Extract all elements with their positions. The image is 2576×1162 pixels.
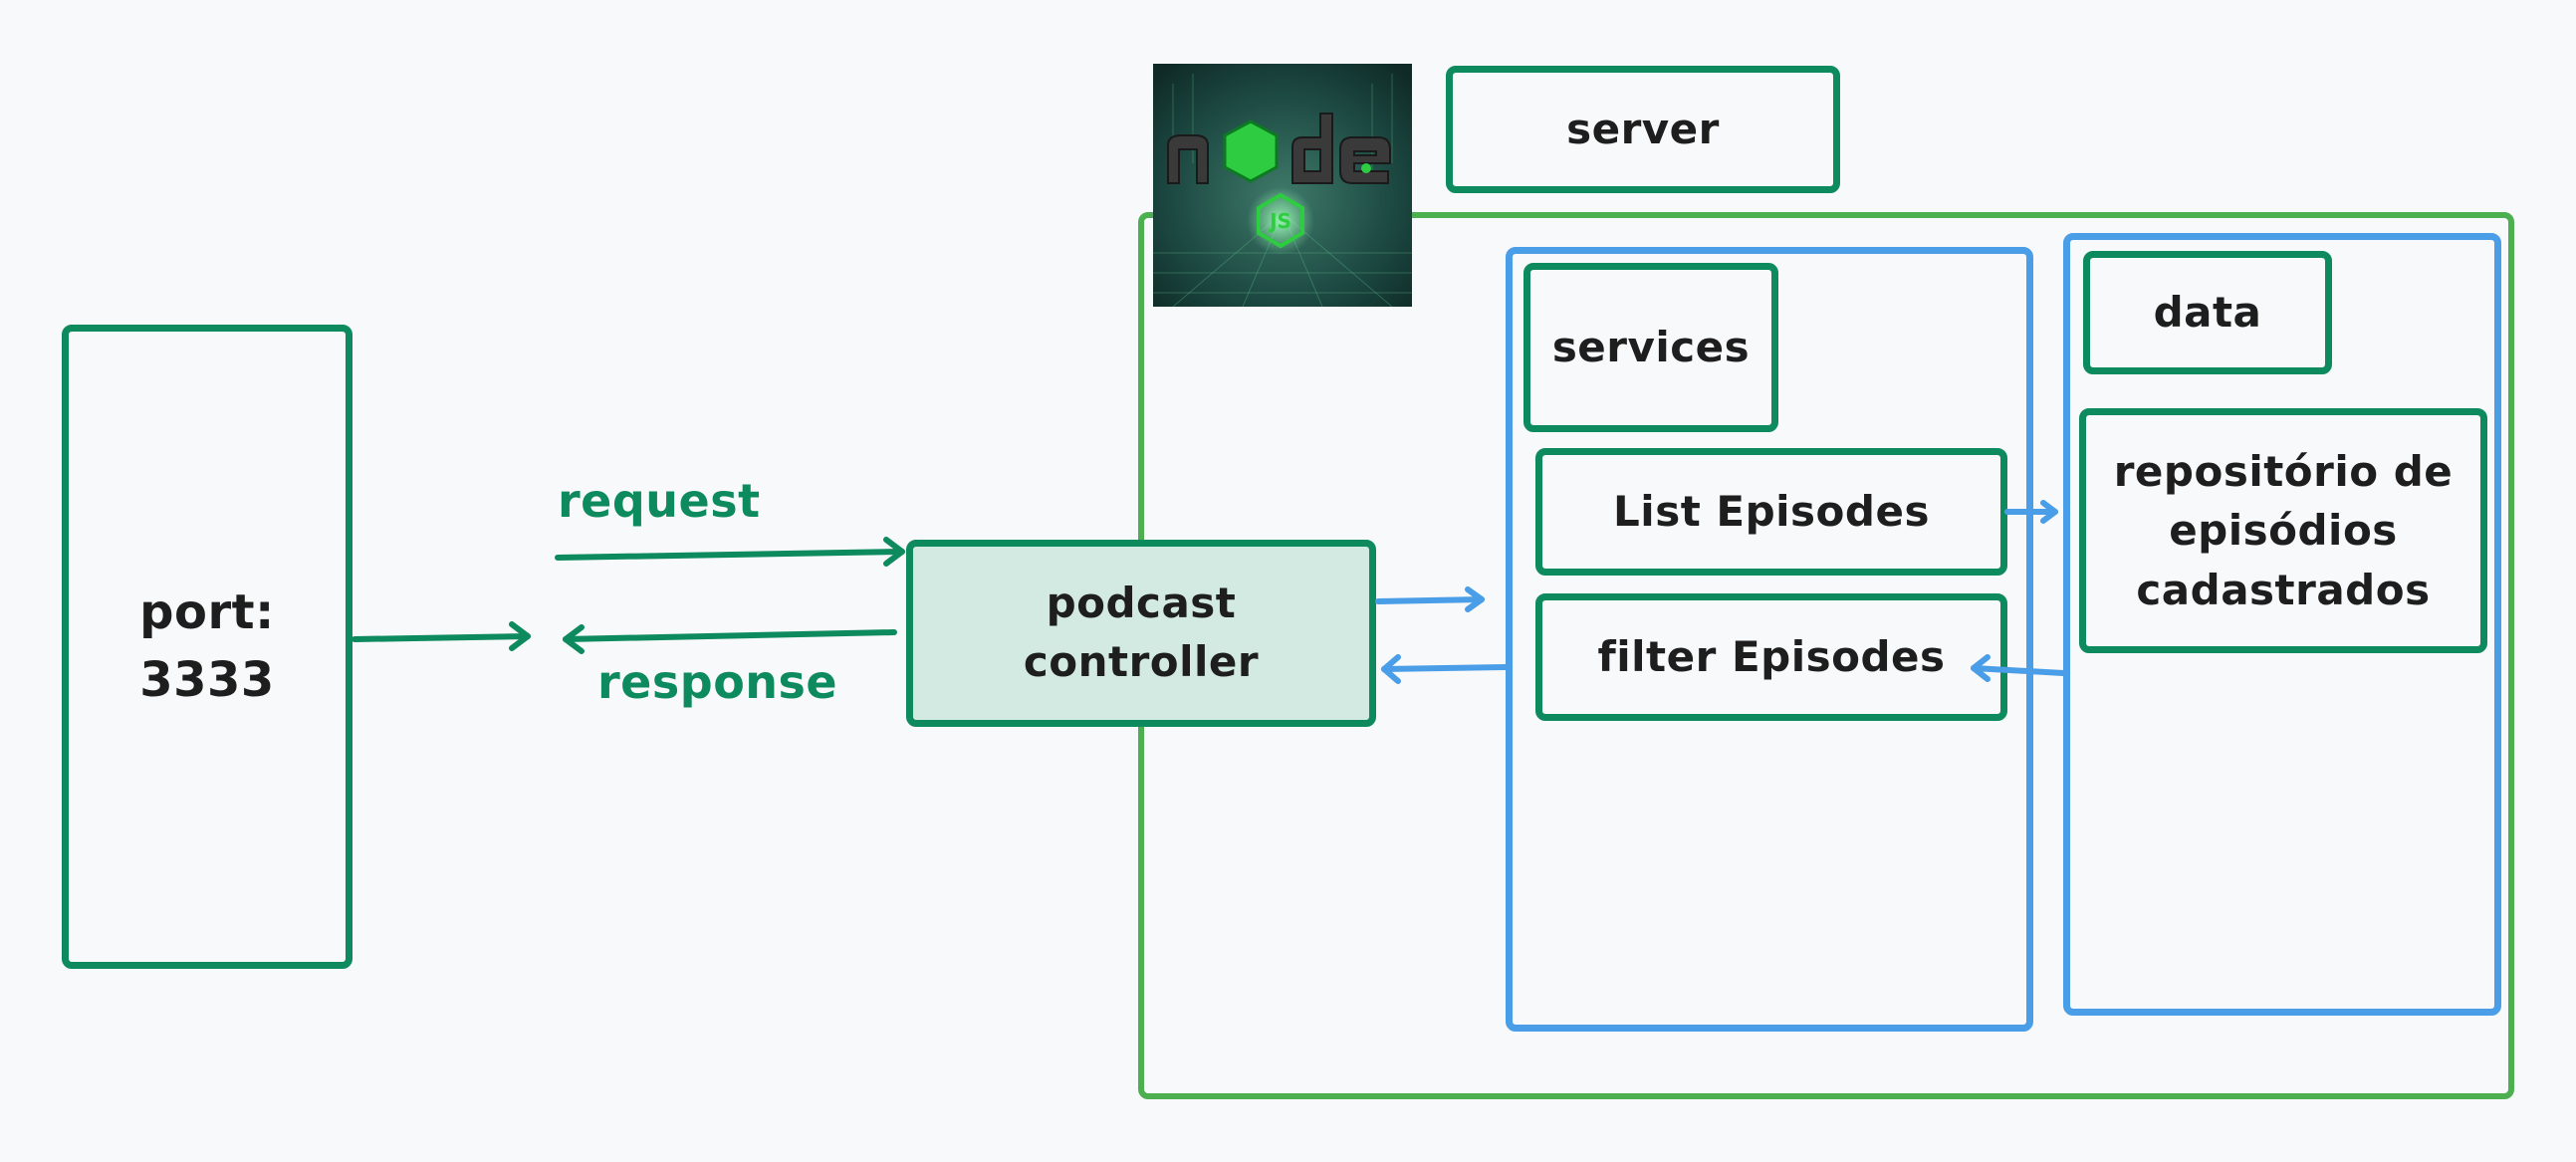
filter-episodes-label: filter Episodes [1597, 631, 1946, 681]
data-box [2083, 251, 2332, 374]
request-arrow [555, 537, 905, 567]
filter-episodes-box [1535, 593, 2007, 721]
services-label: services [1551, 322, 1751, 371]
data-label: data [2153, 287, 2262, 337]
podcast-controller-box [906, 540, 1376, 727]
server-label: server [1566, 104, 1720, 153]
response-label: response [597, 654, 838, 709]
server-box [1446, 66, 1840, 193]
response-arrow [563, 624, 897, 654]
port-label: port: 3333 [139, 584, 275, 708]
repository-label: repositório de episódios cadastrados [2113, 446, 2454, 614]
request-label: request [558, 473, 761, 528]
data-to-filter-arrow [1971, 654, 2066, 682]
services-container [1506, 247, 2033, 1032]
list-episodes-box [1535, 448, 2007, 576]
nodejs-logo-icon: JS [1153, 64, 1412, 308]
port-arrow [351, 621, 531, 651]
services-to-controller-arrow [1381, 654, 1509, 684]
list-episodes-label: List Episodes [1613, 486, 1930, 536]
repository-box [2079, 408, 2487, 653]
data-container [2063, 233, 2501, 1016]
services-box [1523, 263, 1778, 432]
podcast-controller-label: podcast controller [1023, 579, 1260, 686]
controller-to-services-arrow [1375, 586, 1485, 612]
svg-text:JS: JS [1268, 209, 1291, 233]
list-to-data-arrow [2004, 500, 2058, 524]
port-box [62, 325, 352, 969]
